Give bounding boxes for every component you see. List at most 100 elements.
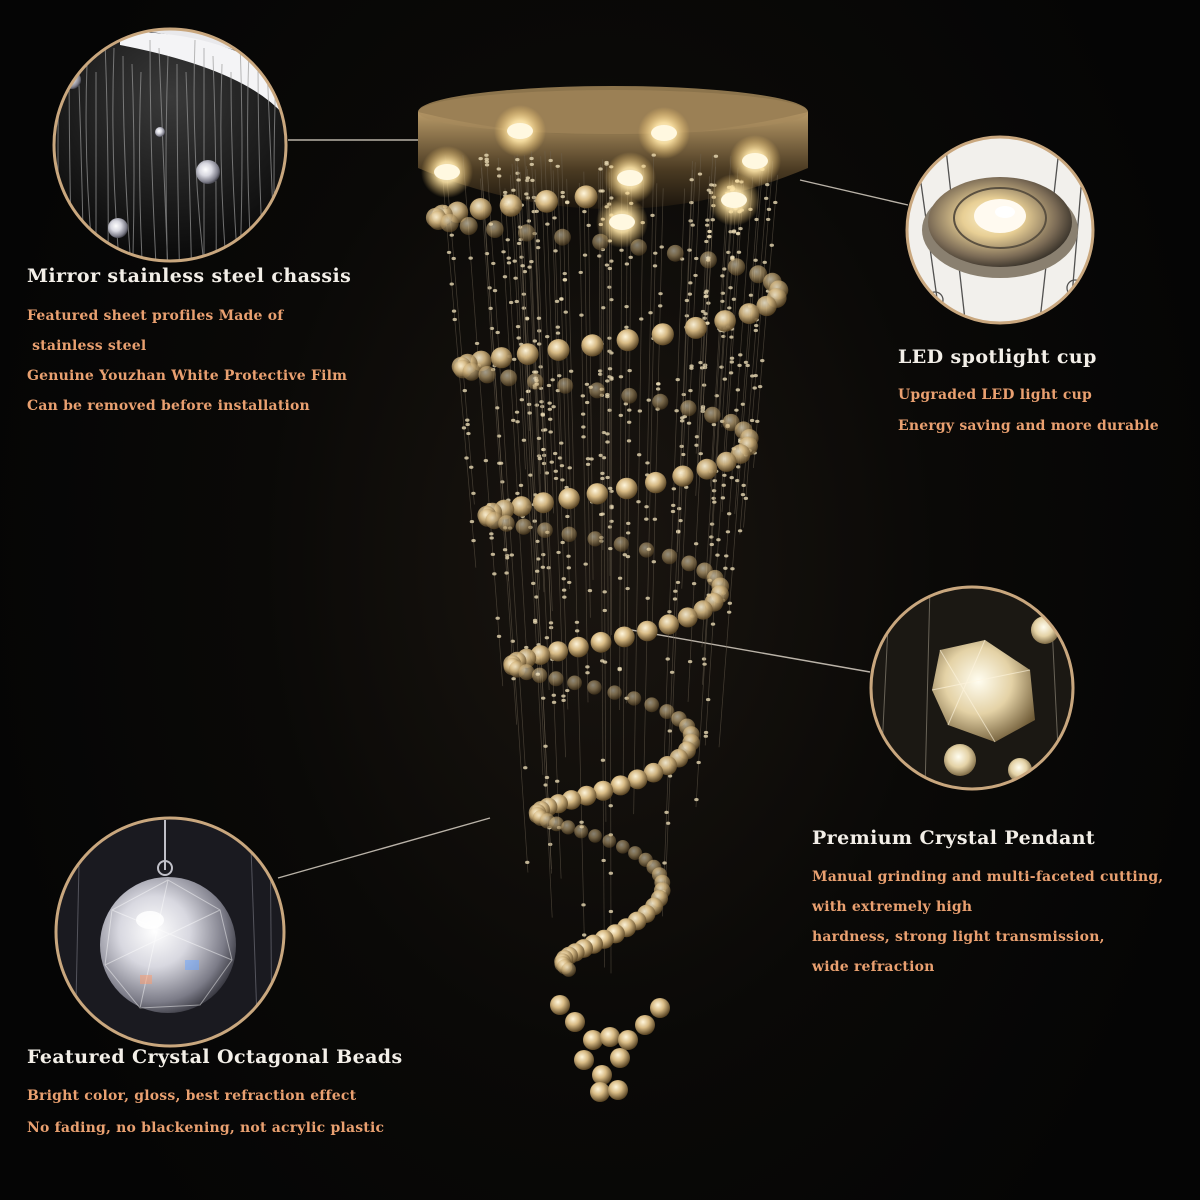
crystal-strand <box>739 150 771 535</box>
chassis-strand <box>220 63 229 260</box>
connector-line-spotlight <box>799 179 909 206</box>
crystal-droplet <box>713 154 719 158</box>
crystal-droplet <box>506 261 512 265</box>
crystal-droplet <box>624 325 629 329</box>
crystal-droplet <box>646 398 651 402</box>
crystal-droplet <box>484 157 489 161</box>
crystal-droplet <box>700 309 706 314</box>
crystal-droplet <box>536 316 542 320</box>
crystal-droplet <box>624 305 629 309</box>
crystal-droplet <box>462 388 468 393</box>
feature-title-spotlight: LED spotlight cup <box>898 346 1097 368</box>
crystal-droplet <box>491 261 496 266</box>
crystal-bead <box>704 406 721 424</box>
crystal-strand <box>517 167 552 874</box>
crystal-bead <box>574 1050 594 1070</box>
crystal-strand <box>462 154 504 687</box>
crystal-droplet <box>628 255 633 259</box>
crystal-droplet <box>658 292 663 296</box>
crystal-bead <box>680 400 697 417</box>
crystal-droplet <box>561 577 566 581</box>
crystal-droplet <box>674 409 679 413</box>
crystal-bead <box>716 451 737 472</box>
crystal-droplet <box>543 428 548 432</box>
led-lamp <box>651 125 677 141</box>
connector-line-beads <box>277 817 491 879</box>
crystal-droplet <box>545 335 550 339</box>
crystal-bead <box>626 691 642 706</box>
crystal-droplet <box>469 465 474 469</box>
crystal-strand <box>753 174 778 468</box>
crystal-droplet <box>502 190 508 195</box>
crystal-bead <box>531 667 548 683</box>
crystal-droplet <box>679 419 685 423</box>
crystal-bead <box>738 303 760 325</box>
connector-lines <box>277 139 909 879</box>
crystal-droplet <box>581 425 586 429</box>
crystal-bead <box>616 329 639 352</box>
crystal-droplet <box>522 270 528 274</box>
feature-line-chassis-3: Genuine Youzhan White Protective Film <box>27 368 348 384</box>
crystal-droplet <box>667 774 673 778</box>
crystal-droplet <box>608 804 613 808</box>
crystal-droplet <box>513 276 518 280</box>
crystal-droplet <box>602 608 607 613</box>
crystal-droplet <box>449 282 454 286</box>
crystal-droplet <box>553 249 558 253</box>
crystal-droplet <box>675 580 681 585</box>
crystal-droplet <box>753 258 758 262</box>
crystal-droplet <box>711 422 717 427</box>
crystal-droplet <box>650 213 655 217</box>
crystal-droplet <box>608 486 613 490</box>
crystal-droplet <box>753 374 758 378</box>
crystal-droplet <box>559 441 564 445</box>
crystal-droplet <box>748 293 754 297</box>
crystal-droplet <box>548 621 554 625</box>
crystal-droplet <box>703 734 709 738</box>
crystal-bead <box>749 265 768 284</box>
crystal-droplet <box>557 374 562 378</box>
crystal-droplet <box>582 209 587 214</box>
crystal-droplet <box>511 677 516 681</box>
crystal-droplet <box>471 491 476 495</box>
crystal-droplet <box>601 456 607 460</box>
crystal-droplet <box>702 316 707 320</box>
crystal-droplet <box>730 567 735 571</box>
crystal-bead <box>586 483 608 505</box>
chassis-strand <box>165 55 169 260</box>
crystal-droplet <box>531 581 536 585</box>
crystal-droplet <box>587 589 593 593</box>
crystal-bead <box>499 194 523 217</box>
crystal-droplet <box>678 519 683 523</box>
crystal-spiral <box>425 185 789 1102</box>
crystal-droplet <box>652 264 658 268</box>
crystal-droplet <box>551 700 557 704</box>
feature-line-beads-1: Bright color, gloss, best refraction eff… <box>27 1088 357 1104</box>
crystal-bead <box>615 477 638 500</box>
crystal-droplet <box>548 417 553 421</box>
crystal-droplet <box>727 601 733 605</box>
crystal-droplet <box>567 466 572 470</box>
crystal-droplet <box>555 779 560 783</box>
crystal-droplet <box>709 542 714 547</box>
crystal-droplet <box>524 645 529 650</box>
crystal-droplet <box>754 217 759 222</box>
crystal-droplet <box>471 539 476 543</box>
crystal-droplet <box>516 336 521 340</box>
feature-title-pendant: Premium Crystal Pendant <box>812 827 1096 849</box>
crystal-droplet <box>598 453 603 457</box>
crystal-droplet <box>512 259 517 263</box>
crystal-droplet <box>684 314 690 318</box>
crystal-droplet <box>608 546 613 551</box>
crystal-droplet <box>707 235 712 239</box>
crystal-droplet <box>582 253 588 257</box>
crystal-bead <box>637 620 658 642</box>
chassis-strand <box>85 63 97 260</box>
crystal-droplet <box>483 459 489 463</box>
crystal-droplet <box>729 335 734 339</box>
crystal-droplet <box>609 259 614 263</box>
crystal-droplet <box>519 398 525 402</box>
crystal-droplet <box>535 239 541 243</box>
crystal-droplet <box>704 223 710 227</box>
